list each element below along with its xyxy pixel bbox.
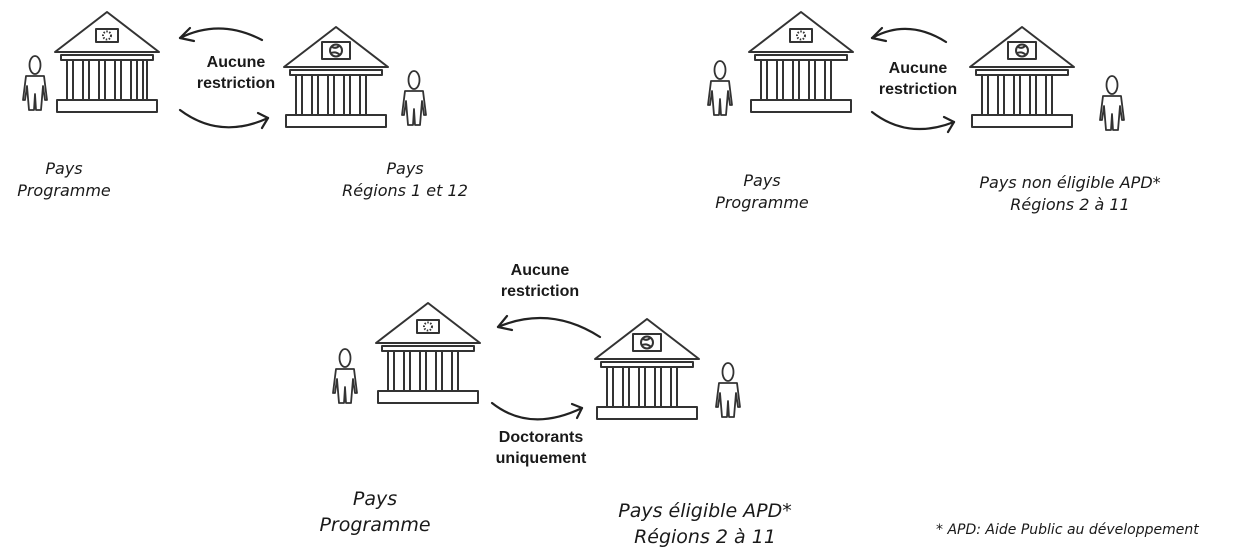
person-icon [401,70,427,126]
flow-label-doctoral-only: Doctorants uniquement [476,427,606,469]
flow-label-no-restriction: Aucune restriction [488,260,592,302]
right-country-label: Pays éligible APD* Régions 2 à 11 [590,499,820,550]
right-country-label: Pays Régions 1 et 12 [330,158,480,201]
flow-label-line: restriction [500,283,580,301]
label-line: Régions 1 et 12 [342,180,468,200]
flow-label-line: Doctorants [498,429,584,446]
person-icon [332,348,358,404]
label-line: Régions 2 à 11 [634,525,776,548]
left-country-label: Pays Programme [4,158,124,201]
globe-flag-institution-icon [969,26,1075,128]
globe-flag-institution-icon [283,26,389,128]
label-line: Pays éligible APD* [618,500,792,522]
person-icon [707,60,733,116]
scenario-3-drawing [332,302,741,421]
arrow-to-right-institution [870,110,956,134]
eu-flag-institution-icon [54,11,160,113]
label-line: Pays [352,488,398,510]
flow-label-line: restriction [878,81,958,99]
scenario-non-eligible-apd: Aucune restriction Pays Programme Pays n… [680,0,1240,235]
arrow-to-right-institution [490,401,584,421]
person-icon [715,362,741,418]
flow-label-line: Aucune [206,54,266,71]
label-line: Pays non éligible APD* [979,173,1161,192]
left-country-label: Pays Programme [702,170,822,213]
scenario-1-drawing [22,11,427,130]
label-line: Pays [743,171,781,190]
label-line: Programme [715,192,809,212]
label-line: Pays [45,159,83,178]
arrow-to-right-institution [178,108,270,130]
globe-flag-institution-icon [594,318,700,420]
flow-label-no-restriction: Aucune restriction [182,52,290,94]
label-line: Régions 2 à 11 [1010,194,1130,214]
eu-flag-institution-icon [748,11,854,113]
label-line: Pays [386,159,424,178]
flow-label-line: restriction [196,75,276,93]
scenario-2-drawing [707,11,1125,134]
left-country-label: Pays Programme [310,487,440,538]
right-country-label: Pays non éligible APD* Régions 2 à 11 [960,172,1180,215]
flow-label-line: Aucune [888,60,948,77]
scenario-regions-1-12: Aucune restriction Pays Programme Pays R… [0,0,600,215]
flow-label-line: uniquement [495,450,587,468]
label-line: Programme [17,180,111,200]
label-line: Programme [319,513,431,536]
person-icon [22,55,48,111]
person-icon [1099,75,1125,131]
flow-label-line: Aucune [510,262,570,279]
arrow-to-left-institution [496,314,602,339]
arrow-to-left-institution [870,26,948,44]
flow-label-no-restriction: Aucune restriction [866,58,970,100]
eu-flag-institution-icon [375,302,481,404]
arrow-to-left-institution [178,26,264,43]
footnote: * APD: Aide Public au développement [936,522,1199,538]
scenario-eligible-apd: Aucune restriction Doctorants uniquement… [300,255,860,555]
